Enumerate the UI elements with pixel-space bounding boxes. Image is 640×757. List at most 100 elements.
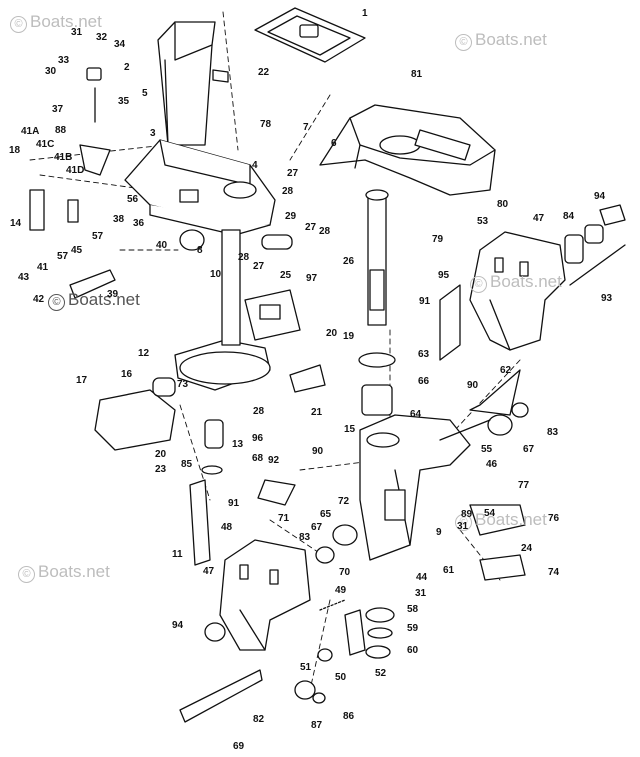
callout-34: 34 [114,39,126,50]
callout-86: 86 [343,711,355,722]
watermark-top-left: ©Boats.net [10,12,102,33]
watermark-mid-right: ©Boats.net [470,272,562,293]
callout-79: 79 [432,234,444,245]
callout-55: 55 [481,444,493,455]
callout-59: 59 [407,623,419,634]
callout-28-lower: 28 [253,406,265,417]
callout-33: 33 [58,55,70,66]
callout-46: 46 [486,459,498,470]
copyright-icon: © [18,566,35,583]
part-mount-plate [244,289,301,341]
callout-41d: 41D [66,165,85,176]
callout-57-upper: 57 [92,231,104,242]
callout-94-lower: 94 [172,620,184,631]
callout-41c: 41C [36,139,55,150]
callout-39: 39 [107,289,119,300]
callout-8: 8 [197,245,203,256]
callout-73: 73 [177,379,189,390]
callout-58: 58 [407,604,419,615]
callout-31-upper: 31 [71,27,83,38]
part-clamp-bracket-right [469,231,566,351]
callout-35: 35 [118,96,130,107]
part-clamp-bracket-left [219,539,311,651]
callout-45: 45 [71,245,83,256]
callout-88: 88 [55,125,67,136]
watermark-lower-left: ©Boats.net [18,562,110,583]
callout-50: 50 [335,672,347,683]
callout-68: 68 [252,453,264,464]
callout-42: 42 [33,294,45,305]
watermark-mid-left: ©Boats.net [48,290,140,311]
part-swivel-bracket [359,414,471,561]
callout-16: 16 [121,369,133,380]
callout-14: 14 [10,218,22,229]
callout-72: 72 [338,496,350,507]
callout-56: 56 [127,194,139,205]
part-exhaust-housing [174,229,271,391]
callout-47-lower: 47 [203,566,215,577]
callout-4: 4 [252,160,258,171]
callout-6: 6 [331,138,337,149]
callout-53: 53 [477,216,489,227]
callout-92: 92 [268,455,280,466]
callout-61: 61 [443,565,455,576]
callout-11: 11 [172,549,183,560]
callout-90-left: 90 [312,446,324,457]
copyright-icon: © [10,16,27,33]
callout-81: 81 [411,69,423,80]
callout-41a: 41A [21,126,40,137]
callout-90-right: 90 [467,380,479,391]
callout-27-lower: 27 [253,261,265,272]
callout-66: 66 [418,376,430,387]
callout-65: 65 [320,509,332,520]
callout-26: 26 [343,256,355,267]
callout-1: 1 [362,8,368,19]
callout-12: 12 [138,348,150,359]
part-exhaust-tube [157,21,229,146]
callout-57-lower: 57 [57,251,69,262]
callout-96: 96 [252,433,264,444]
callout-5: 5 [142,88,148,99]
callout-7: 7 [303,122,309,133]
callout-97: 97 [306,273,318,284]
callout-82: 82 [253,714,265,725]
part-steering-bracket [319,104,496,196]
callout-60: 60 [407,645,419,656]
callout-83-right: 83 [547,427,559,438]
callout-28-left: 28 [238,252,250,263]
callout-9: 9 [436,527,442,538]
callout-67-left: 67 [311,522,323,533]
callout-91-lower: 91 [228,498,240,509]
callout-85: 85 [181,459,193,470]
callout-2: 2 [124,62,130,73]
callout-77: 77 [518,480,530,491]
part-top-plate [254,7,366,63]
callout-36: 36 [133,218,145,229]
small-parts [29,67,626,704]
callout-27-upper: 27 [287,168,299,179]
callout-31-lower: 31 [415,588,427,599]
part-swivel-shaft [365,189,389,326]
callout-83-left: 83 [299,532,311,543]
callout-49: 49 [335,585,347,596]
callout-41b: 41B [54,152,73,163]
callout-18: 18 [9,145,21,156]
callout-87: 87 [311,720,323,731]
callout-95: 95 [438,270,450,281]
copyright-icon: © [48,294,65,311]
callout-10: 10 [210,269,222,280]
callout-78: 78 [260,119,272,130]
callout-3: 3 [150,128,156,139]
callout-76: 76 [548,513,560,524]
part-rubber-mount [94,377,176,451]
callout-28-upper: 28 [282,186,294,197]
callout-94-upper: 94 [594,191,606,202]
callout-19: 19 [343,331,355,342]
callout-47-upper: 47 [533,213,545,224]
callout-37: 37 [52,104,64,115]
callout-62: 62 [500,365,512,376]
part-adapter-housing [124,139,276,236]
callout-24: 24 [521,543,533,554]
